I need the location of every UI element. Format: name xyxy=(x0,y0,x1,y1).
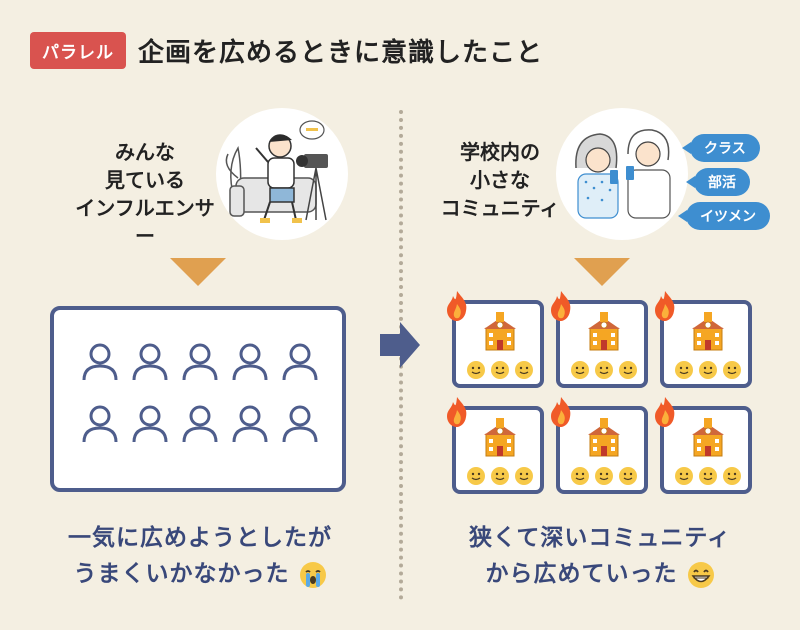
audience-box xyxy=(50,306,346,492)
audience-people-icons xyxy=(82,343,318,443)
smiley-icon xyxy=(515,361,533,379)
school-icon xyxy=(692,312,724,351)
smiley-row xyxy=(674,360,742,380)
left-caption-line: みんな xyxy=(115,140,175,164)
tag-club: 部活 xyxy=(686,168,750,196)
school-icon xyxy=(484,418,516,457)
left-caption-line: 見ている xyxy=(105,168,185,192)
smiley-icon xyxy=(571,467,589,485)
smiley-row xyxy=(570,360,638,380)
students-illustration xyxy=(556,108,688,240)
smiley-row xyxy=(466,466,534,486)
down-arrow-icon xyxy=(574,258,630,286)
smiley-icon xyxy=(491,361,509,379)
smiley-icon xyxy=(723,467,741,485)
right-caption-line: 小さな xyxy=(470,168,530,192)
header: パラレル 企画を広めるときに意識したこと xyxy=(30,30,543,70)
students-icon xyxy=(575,129,671,219)
smiley-icon xyxy=(699,467,717,485)
right-conclusion: 狭くて深いコミュニティ から広めていった xyxy=(440,520,760,592)
smiley-row xyxy=(466,360,534,380)
fire-icon xyxy=(447,291,467,321)
down-arrow-icon xyxy=(170,258,226,286)
right-caption-line: 学校内の xyxy=(460,140,540,164)
community-card xyxy=(655,397,752,494)
right-caption: 学校内の 小さな コミュニティ xyxy=(440,138,560,222)
left-conclusion-line-2-wrap: うまくいかなかった xyxy=(40,556,360,592)
page-title: 企画を広めるときに意識したこと xyxy=(138,37,544,68)
smiley-icon xyxy=(619,467,637,485)
fire-icon xyxy=(655,291,675,321)
left-conclusion-line: 一気に広めようとしたが xyxy=(68,525,332,551)
school-icon xyxy=(692,418,724,457)
right-conclusion-line: から広めていった xyxy=(485,561,678,587)
influencer-illustration xyxy=(216,108,348,240)
smiley-icon xyxy=(619,361,637,379)
fire-icon xyxy=(551,291,571,321)
smiley-icon xyxy=(675,467,693,485)
fire-icon xyxy=(655,397,675,427)
smiley-icon xyxy=(595,467,613,485)
right-caption-line: コミュニティ xyxy=(440,196,560,220)
crying-face-icon xyxy=(299,561,326,588)
smiley-icon xyxy=(699,361,717,379)
community-card xyxy=(447,397,544,494)
left-caption: みんな 見ている インフルエンサー xyxy=(70,138,220,250)
smiley-row xyxy=(570,466,638,486)
community-card xyxy=(551,291,648,388)
smiley-icon xyxy=(467,361,485,379)
smiley-icon xyxy=(491,467,509,485)
influencer-icon xyxy=(225,120,328,223)
category-tag: パラレル xyxy=(30,31,126,69)
fire-icon xyxy=(551,397,571,427)
grinning-face-icon xyxy=(687,561,714,588)
fire-icon xyxy=(447,397,467,427)
left-conclusion-line: うまくいかなかった xyxy=(73,561,290,587)
smiley-icon xyxy=(467,467,485,485)
tag-best-friends: イツメン xyxy=(678,202,770,230)
community-card xyxy=(551,397,648,494)
tag-class: クラス xyxy=(682,134,760,162)
left-caption-line: インフルエンサー xyxy=(75,196,215,248)
smiley-icon xyxy=(675,361,693,379)
community-card xyxy=(447,291,544,388)
school-icon xyxy=(588,312,620,351)
smiley-icon xyxy=(723,361,741,379)
smiley-icon xyxy=(571,361,589,379)
community-card xyxy=(655,291,752,388)
right-conclusion-line: 狭くて深いコミュニティ xyxy=(469,525,731,551)
school-icon xyxy=(588,418,620,457)
left-conclusion: 一気に広めようとしたが うまくいかなかった xyxy=(40,520,360,592)
smiley-icon xyxy=(515,467,533,485)
smiley-row xyxy=(674,466,742,486)
right-conclusion-line-2-wrap: から広めていった xyxy=(440,556,760,592)
school-icon xyxy=(484,312,516,351)
smiley-icon xyxy=(595,361,613,379)
right-arrow-icon xyxy=(380,322,420,368)
